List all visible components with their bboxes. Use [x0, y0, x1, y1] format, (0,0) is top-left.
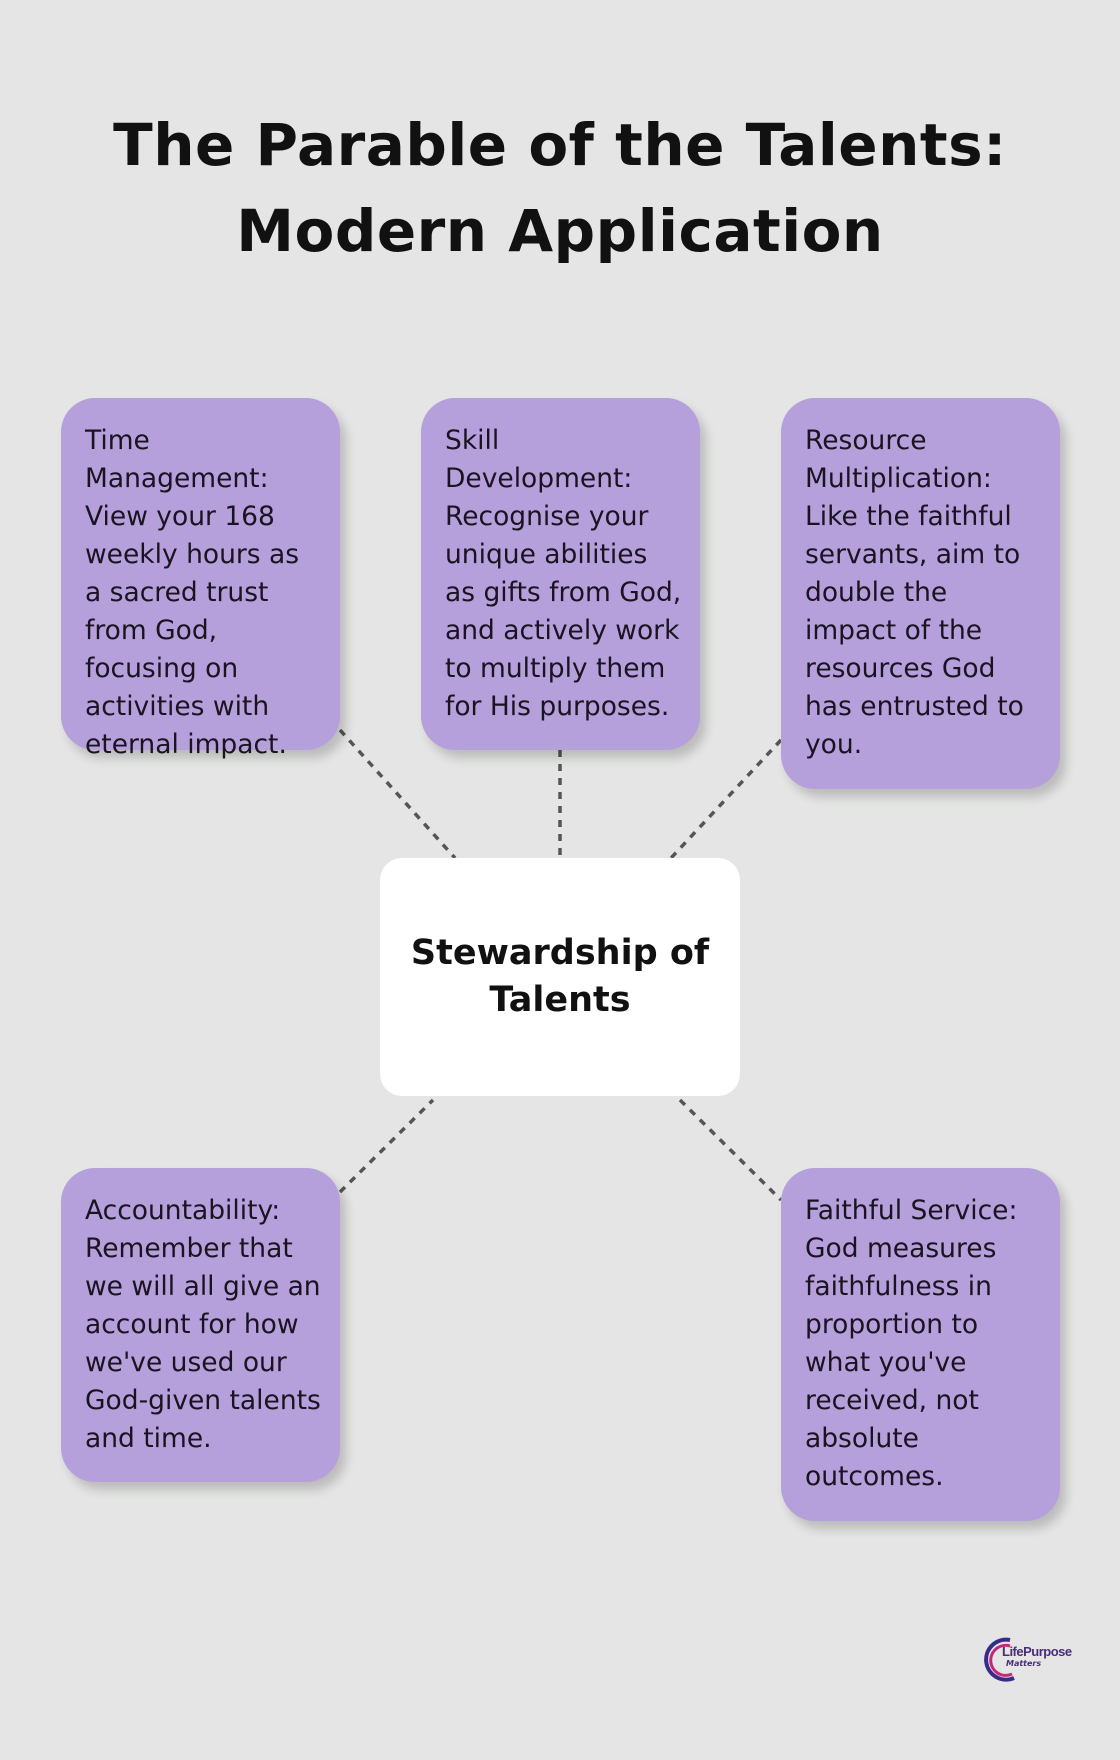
connector-resource: [669, 738, 783, 860]
node-resource-multiplication: Resource Multiplication: Like the faithf…: [781, 398, 1060, 789]
center-node: Stewardship of Talents: [380, 858, 740, 1096]
center-label: Stewardship of Talents: [410, 933, 710, 1020]
logo-sub: Matters: [1006, 1659, 1042, 1668]
node-accountability: Accountability: Remember that we will al…: [61, 1168, 340, 1482]
title-line-1: The Parable of the Talents:: [113, 111, 1007, 179]
title-line-2: Modern Application: [236, 197, 884, 265]
logo-swoosh-icon: [984, 1637, 1015, 1682]
connector-service: [678, 1098, 783, 1202]
node-faithful-service: Faithful Service: God measures faithfuln…: [781, 1168, 1060, 1521]
node-skill-development: Skill Development: Recognise your unique…: [421, 398, 700, 750]
connector-time: [338, 728, 457, 860]
page-title: The Parable of the Talents: Modern Appli…: [0, 102, 1120, 274]
connector-accountability: [338, 1098, 435, 1194]
logo-name: LifePurpose: [1002, 1644, 1072, 1659]
node-time-management: Time Management: View your 168 weekly ho…: [61, 398, 340, 760]
logo: LifePurpose Matters: [980, 1636, 1072, 1682]
